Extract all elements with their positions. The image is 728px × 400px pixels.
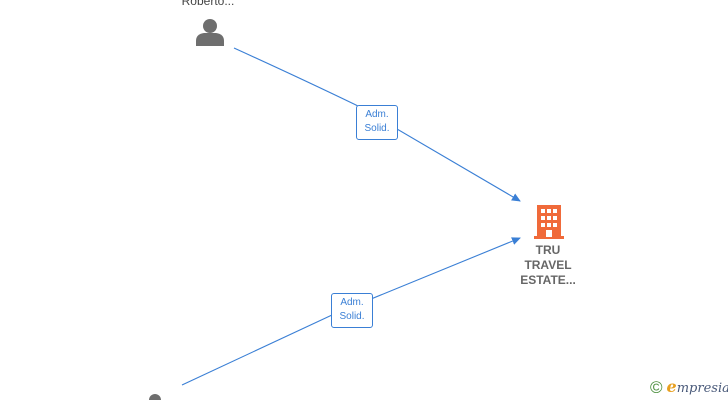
company-label-line: TRAVEL <box>524 258 572 272</box>
edge-label-line: Solid. <box>364 123 390 134</box>
company-label-line: ESTATE... <box>520 273 576 287</box>
person-top-label[interactable]: Roberto... <box>181 0 235 8</box>
building-icon[interactable] <box>534 205 564 239</box>
person-icon[interactable] <box>142 393 168 400</box>
company-label-line: TRU <box>535 243 561 257</box>
edge-label-line: Adm. <box>340 297 364 308</box>
edge-label-line: Adm. <box>365 109 389 120</box>
edge-label-line: Solid. <box>339 311 365 322</box>
edge-label-bottom[interactable]: Adm. Solid. <box>331 293 373 328</box>
company-label[interactable]: TRU TRAVEL ESTATE... <box>508 243 588 288</box>
copyright-icon: © <box>650 378 663 397</box>
person-icon[interactable] <box>195 18 225 46</box>
brand-name-rest: mpresia <box>676 381 728 396</box>
brand-initial: e <box>666 377 677 396</box>
edge-label-top[interactable]: Adm. Solid. <box>356 105 398 140</box>
brand-watermark: © empresia <box>650 377 728 399</box>
brand-name: empresia <box>667 377 728 399</box>
edge-top-to-company[interactable] <box>233 47 521 202</box>
